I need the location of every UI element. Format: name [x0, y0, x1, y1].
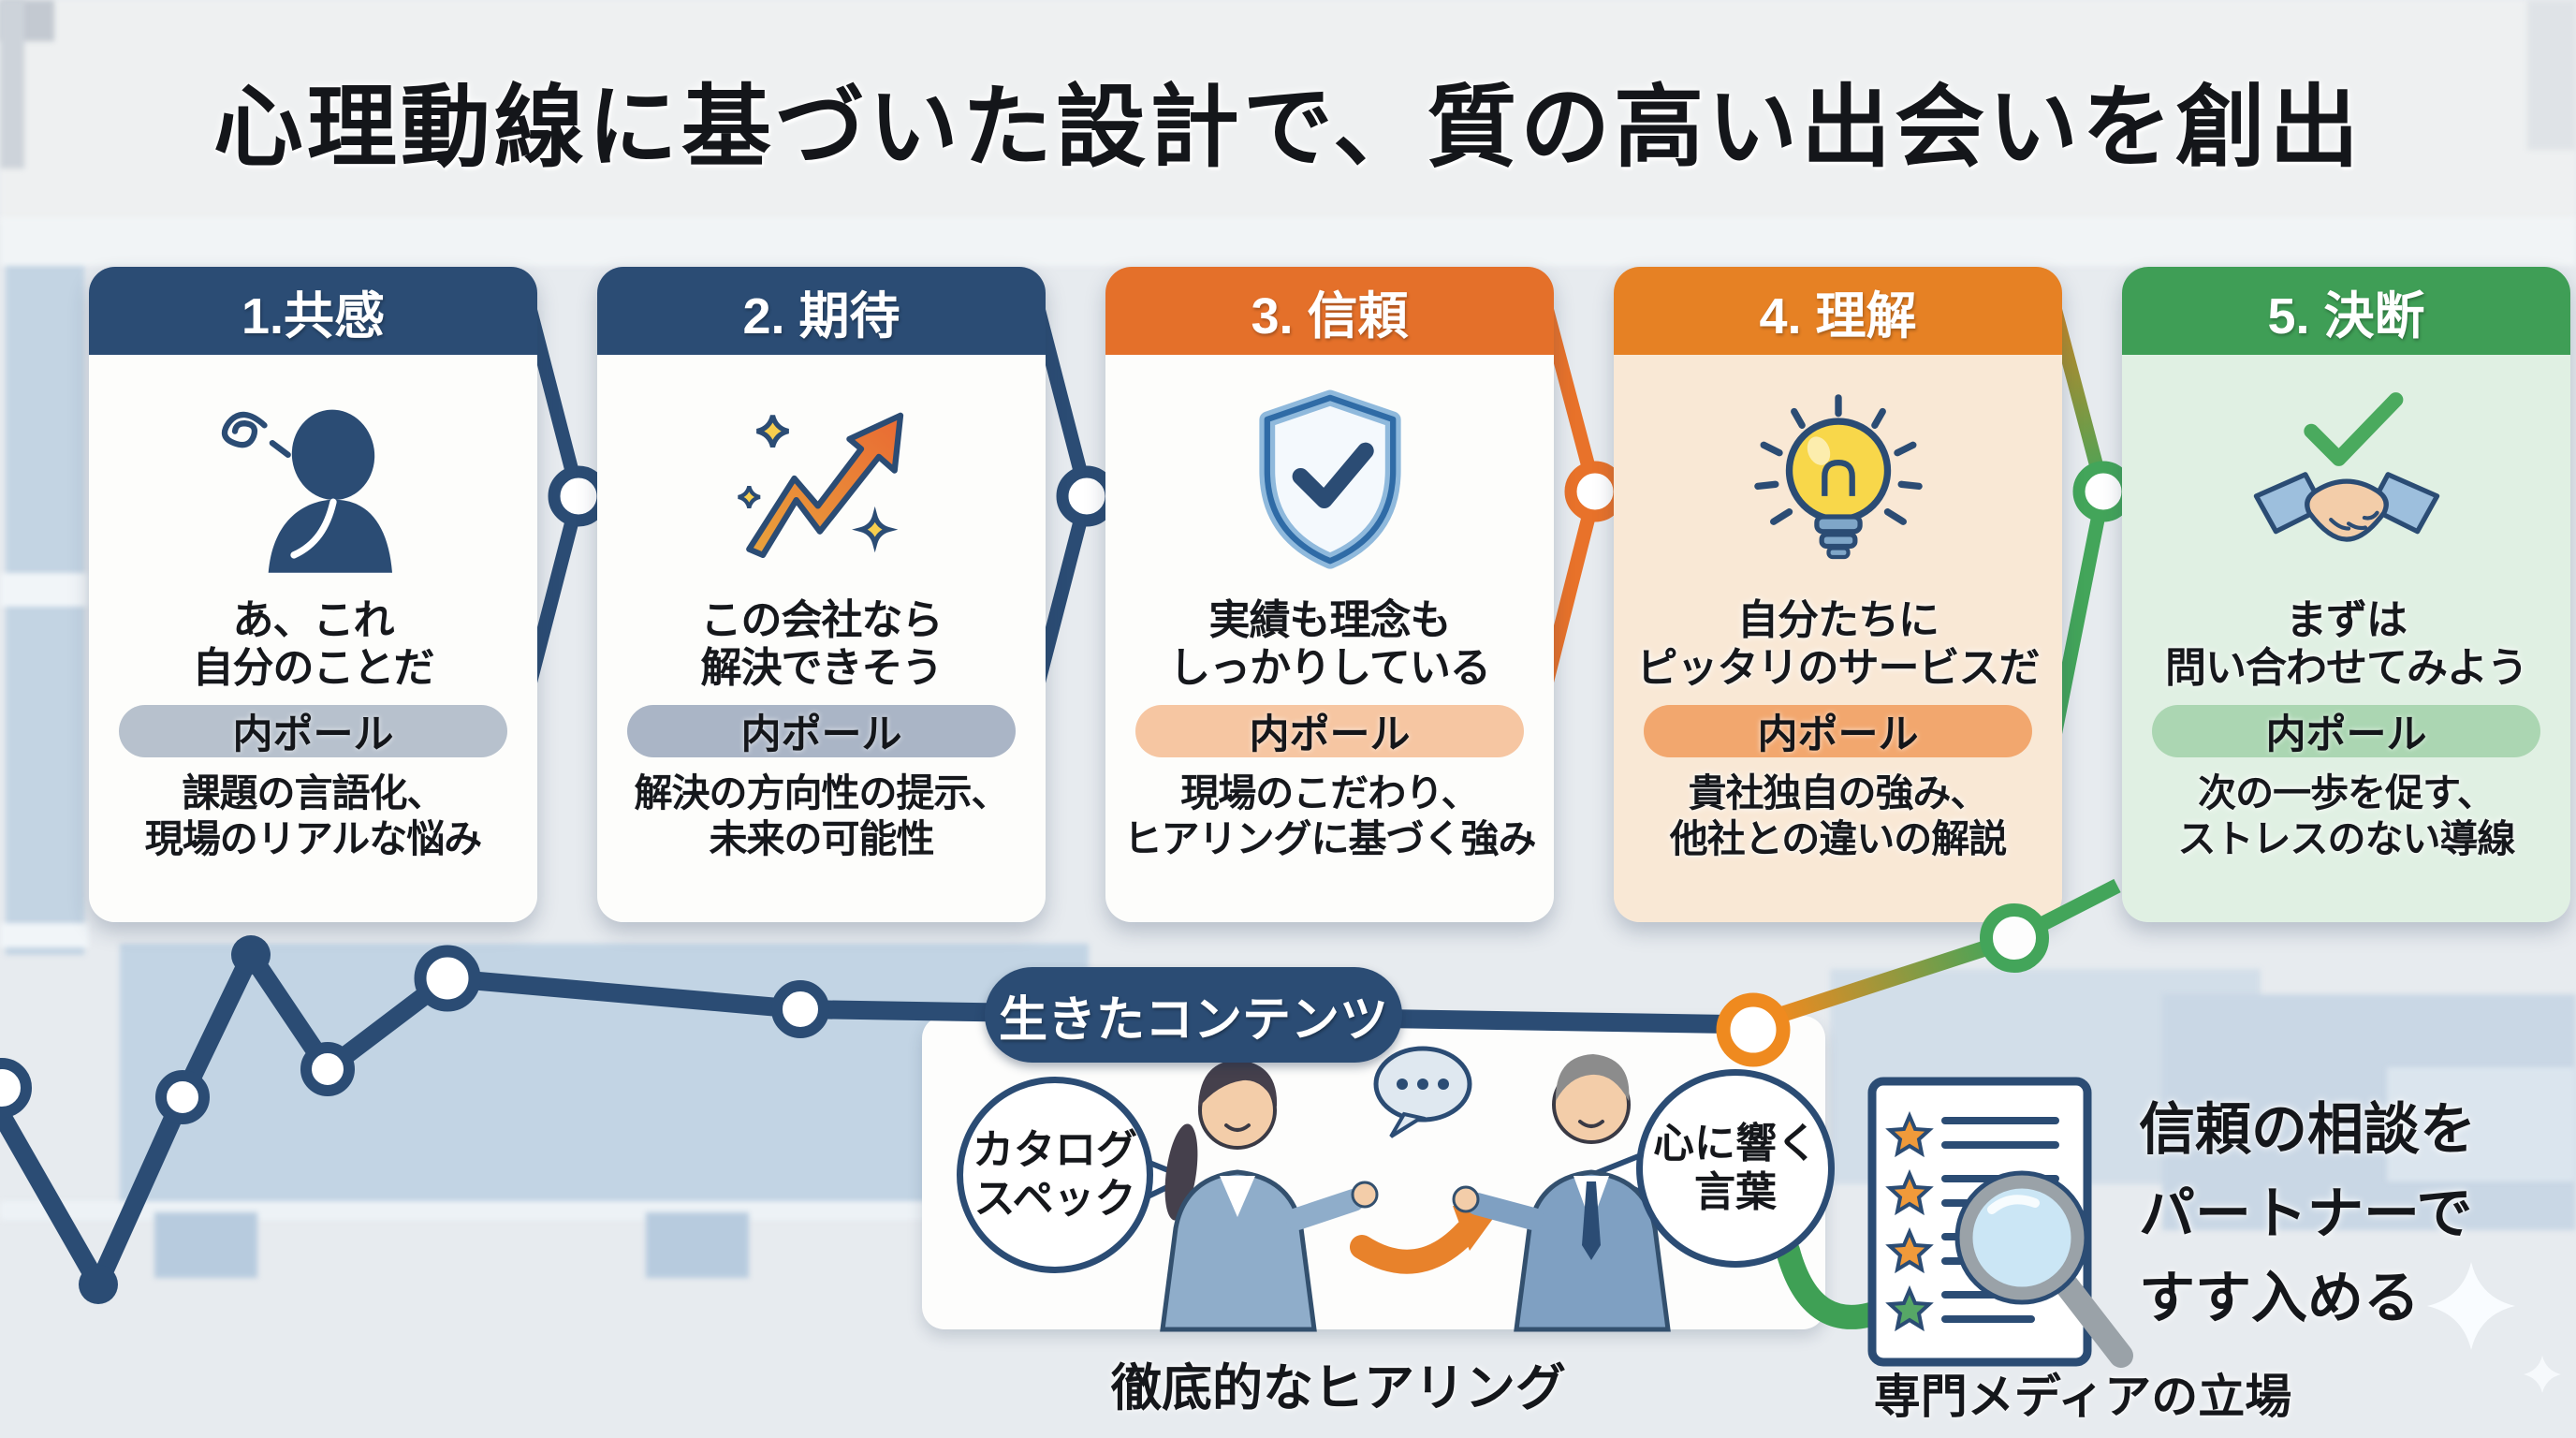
chat-bubble-icon — [1373, 1046, 1472, 1138]
step-badge: 内ポール — [2151, 705, 2541, 758]
living-content-title-pill: 生きたコンテンツ — [985, 967, 1402, 1063]
step-header: 3. 信頼 — [1105, 267, 1554, 355]
step-badge: 内ポール — [1134, 705, 1525, 758]
step-cards-row: 1.共感 あ、これ 自分のことだ 内ポール 課 — [89, 267, 2570, 922]
review-document-icon — [1867, 1077, 2133, 1368]
step-header: 5. 決断 — [2122, 267, 2570, 355]
step-header: 4. 理解 — [1614, 267, 2062, 355]
step-description: 課題の言語化、 現場のリアルな悩み — [144, 771, 483, 861]
orange-node — [1716, 992, 1791, 1067]
step-body: 実績も理念も しっかりしている 内ポール 現場のこだわり、 ヒアリングに基づく強… — [1105, 355, 1554, 922]
media-note-text: 信頼の相談を パートナーで すす入める — [2139, 1098, 2476, 1329]
page-title: 心理動線に基づいた設計で、質の高い出会いを創出 — [212, 78, 2364, 178]
bg-desk-leg1 — [154, 1212, 257, 1278]
step-description: 現場のこだわり、 ヒアリングに基づく強み — [1123, 771, 1537, 861]
worried-person-icon — [215, 360, 412, 596]
hearing-caption: 徹底的なヒアリング — [1111, 1360, 1566, 1416]
step-card-understanding: 4. 理解 — [1614, 267, 2062, 922]
living-content-title: 生きたコンテンツ — [998, 992, 1388, 1048]
step-body: 自分たちに ピッタリのサービスだ 内ポール 貴社独自の強み、 他社との違いの解説 — [1614, 355, 2062, 922]
lightbulb-icon — [1740, 360, 1937, 596]
step-body: あ、これ 自分のことだ 内ポール 課題の言語化、 現場のリアルな悩み — [89, 355, 537, 922]
bg-top-band — [0, 0, 2576, 223]
green-node — [1980, 903, 2049, 973]
media-position-caption: 専門メディアの立場 — [1873, 1371, 2292, 1423]
step-card-decision: 5. 決断 まずは 問い合わせてみよう 内ポール — [2122, 267, 2570, 922]
magnifier-icon — [1954, 1170, 2133, 1368]
step-description: 貴社独自の強み、 他社との違いの解説 — [1669, 771, 2008, 861]
step-quote: まずは 問い合わせてみよう — [2165, 597, 2528, 692]
rising-arrow-icon — [724, 360, 920, 596]
step-quote: 実績も理念も しっかりしている — [1169, 597, 1491, 692]
bg-desk-band — [0, 1201, 1089, 1220]
bg-left-column-line1 — [0, 573, 89, 607]
step-header: 1.共感 — [89, 267, 537, 355]
step-quote: 自分たちに ピッタリのサービスだ — [1636, 597, 2041, 692]
handshake-check-icon — [2248, 360, 2445, 596]
step-body: まずは 問い合わせてみよう 内ポール 次の一歩を促す、 ストレスのない導線 — [2122, 355, 2570, 922]
bg-left-column-line2 — [0, 923, 89, 947]
shield-check-icon — [1232, 360, 1428, 596]
bg-right-strip — [2527, 0, 2576, 150]
step-badge: 内ポール — [118, 705, 508, 758]
step-description: 次の一歩を促す、 ストレスのない導線 — [2177, 771, 2516, 861]
sparkle-icon — [2427, 1262, 2515, 1350]
step-card-trust: 3. 信頼 実績も理念も しっかりしている 内ポール 現場のこだわり、 ヒアリ — [1105, 267, 1554, 922]
step-body: この会社なら 解決できそう 内ポール 解決の方向性の提示、 未来の可能性 — [597, 355, 1046, 922]
step-card-empathy: 1.共感 あ、これ 自分のことだ 内ポール 課 — [89, 267, 537, 922]
step-description: 解決の方向性の提示、 未来の可能性 — [634, 771, 1010, 861]
man-illustration — [1452, 1054, 1671, 1332]
sparkle-icon-small — [2524, 1356, 2561, 1393]
step-quote: この会社なら 解決できそう — [700, 597, 944, 692]
step-card-expectation: 2. 期待 この会 — [597, 267, 1046, 922]
bg-desk-leg2 — [646, 1212, 749, 1278]
bg-left-strip — [0, 0, 24, 169]
step-header: 2. 期待 — [597, 267, 1046, 355]
step-badge: 内ポール — [1643, 705, 2033, 758]
bg-white-band — [0, 217, 2576, 266]
catalog-spec-bubble: カタログ スペック — [957, 1077, 1153, 1273]
heartfelt-words-bubble: 心に響く 言葉 — [1636, 1069, 1835, 1268]
woman-illustration — [1160, 1060, 1379, 1332]
step-badge: 内ポール — [626, 705, 1017, 758]
step-quote: あ、これ 自分のことだ — [192, 597, 435, 692]
star-icons — [1885, 1110, 1934, 1332]
bg-right-block3 — [2387, 1067, 2576, 1181]
